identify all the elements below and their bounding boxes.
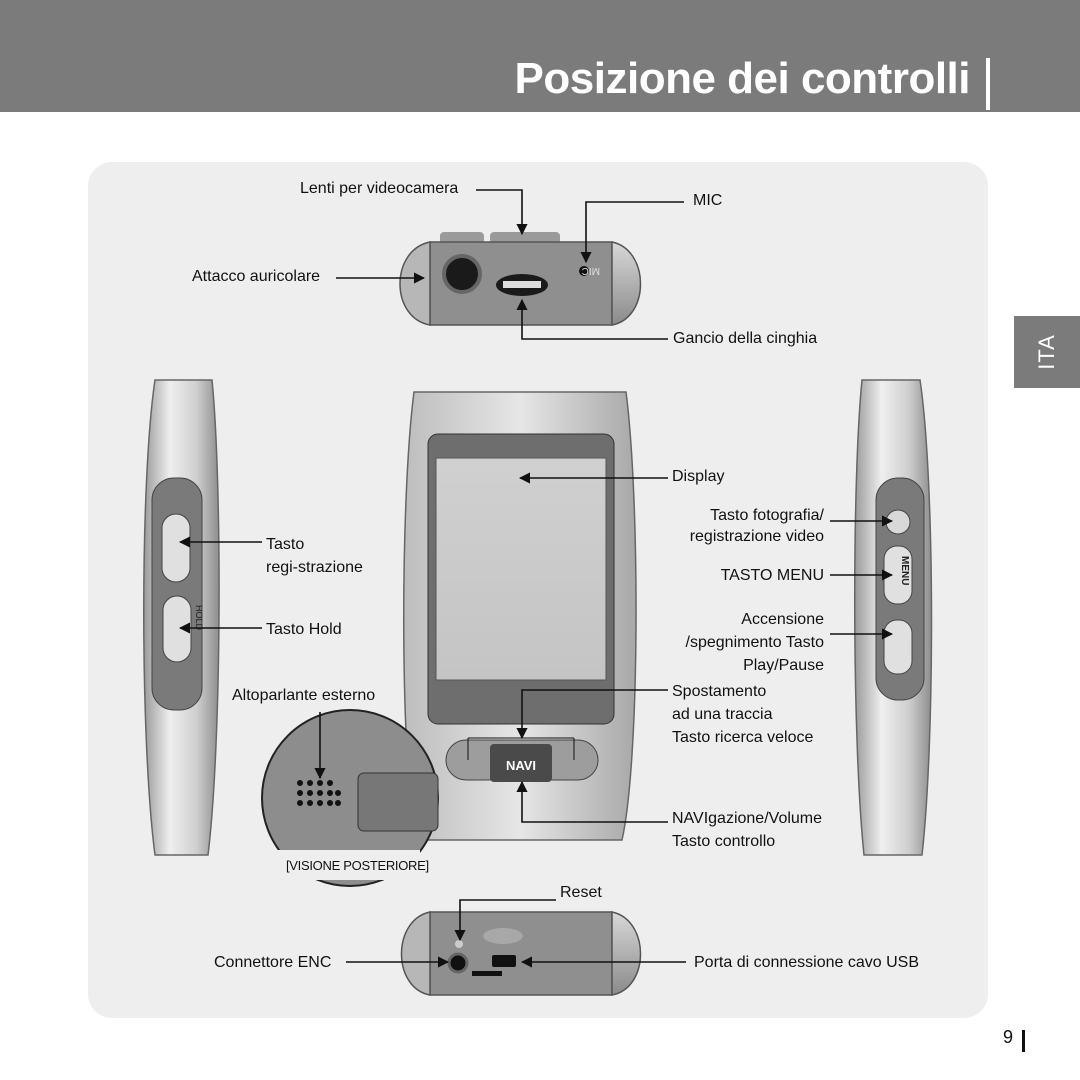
menu-print: MENU <box>899 556 910 585</box>
label-accensione-2: /spegnimento Tasto <box>685 634 824 651</box>
label-tasto-reg-2: regi-strazione <box>266 559 363 576</box>
label-tasto-hold: Tasto Hold <box>266 621 342 638</box>
right-side-view: MENU <box>853 379 933 856</box>
leader-lines <box>178 189 894 968</box>
label-gancio: Gancio della cinghia <box>673 330 818 347</box>
label-lenti: Lenti per videocamera <box>300 180 459 197</box>
label-tasto-foto-1: Tasto fotografia/ <box>710 507 824 524</box>
label-tasto-foto-2: registrazione video <box>689 528 824 545</box>
page-number-bar <box>1022 1030 1025 1052</box>
label-display: Display <box>672 468 725 485</box>
label-accensione-1: Accensione <box>741 611 824 628</box>
bottom-view <box>400 911 642 996</box>
mic-print: MIC <box>582 265 600 276</box>
navi-print: NAVI <box>506 758 536 773</box>
label-visione-posteriore: [VISIONE POSTERIORE] <box>286 858 429 873</box>
page-title: Posizione dei controlli <box>514 54 971 103</box>
label-spostamento-1: Spostamento <box>672 683 767 700</box>
label-navi-1: NAVIgazione/Volume <box>672 810 823 827</box>
hold-print: HOLD <box>194 605 204 631</box>
rear-view-detail <box>261 709 439 887</box>
label-connettore: Connettore ENC <box>214 954 332 971</box>
front-view: NAVI <box>403 391 637 841</box>
page-number: 9 <box>1003 1027 1014 1047</box>
label-porta-usb: Porta di connessione cavo USB <box>694 954 920 971</box>
left-side-view: HOLD <box>143 379 220 856</box>
label-spostamento-3: Tasto ricerca veloce <box>672 729 814 746</box>
label-reset: Reset <box>560 884 602 901</box>
label-spostamento-2: ad una traccia <box>672 706 773 723</box>
label-tasto-reg-1: Tasto <box>266 536 305 553</box>
label-accensione-3: Play/Pause <box>743 657 824 674</box>
top-view: MIC <box>399 232 642 326</box>
language-tab: ITA <box>1014 316 1080 388</box>
header-band <box>0 0 1080 112</box>
label-attacco: Attacco auricolare <box>192 268 321 285</box>
label-altoparlante: Altoparlante esterno <box>232 687 376 704</box>
label-navi-2: Tasto controllo <box>672 833 776 850</box>
label-mic: MIC <box>693 192 723 209</box>
label-tasto-menu: TASTO MENU <box>720 567 824 584</box>
title-divider <box>986 58 990 110</box>
